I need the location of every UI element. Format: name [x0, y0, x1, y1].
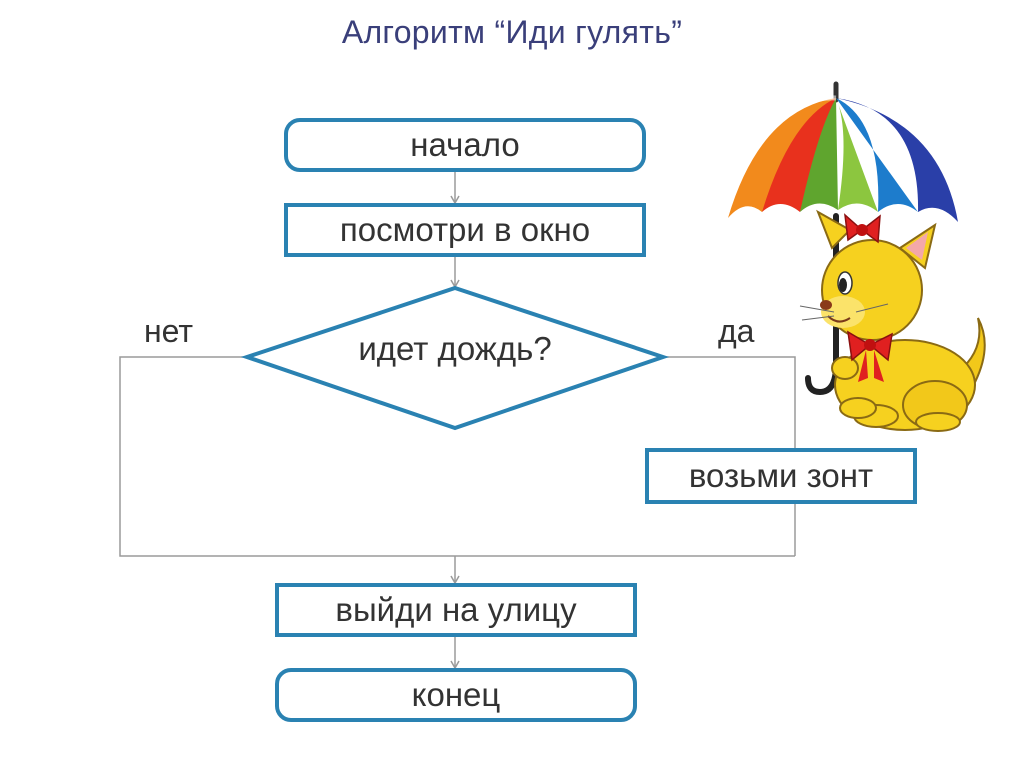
end-node: конец: [275, 668, 637, 722]
connector-lines: [119, 172, 796, 670]
look-out-window-label: посмотри в окно: [339, 211, 591, 248]
go-outside-node: выйди на улицу: [275, 583, 637, 637]
end-node-label: конец: [411, 676, 501, 713]
take-umbrella-label: возьми зонт: [688, 457, 874, 494]
decision-label: идет дождь?: [358, 330, 552, 367]
go-outside-label: выйди на улицу: [335, 591, 577, 628]
start-node: начало: [284, 118, 646, 172]
page-title: Алгоритм “Иди гулять”: [341, 14, 683, 50]
branch-label-yes: да: [718, 313, 755, 349]
cat-with-umbrella-illustration: [728, 81, 986, 432]
look-out-window-node: посмотри в окно: [284, 203, 646, 257]
take-umbrella-node: возьми зонт: [645, 448, 917, 504]
start-node-label: начало: [410, 126, 520, 163]
branch-label-no: нет: [144, 313, 194, 349]
decision-diamond: [240, 285, 670, 431]
